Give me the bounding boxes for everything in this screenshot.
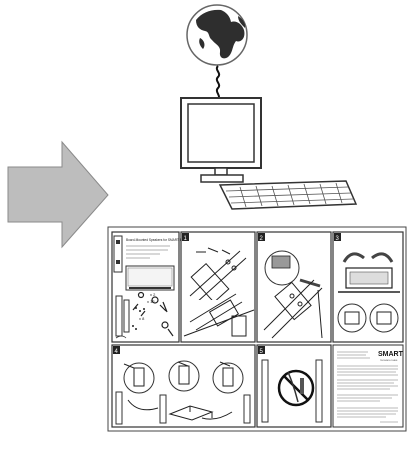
qty-3: x 8 [139,316,145,321]
right-arrow-icon [8,142,108,247]
panel-step-2: 2 [257,232,331,342]
instruction-sheet: Board-Mounted Speakers for SMART Board™ … [108,227,406,431]
network-cable [217,66,219,97]
panel-step-1: 1 [181,232,255,342]
panel-back-cover: SMART TECHNOLOGIES [333,345,404,427]
smart-logo-sub: TECHNOLOGIES [380,360,398,362]
qty-1: x 2 [150,292,156,297]
globe-icon [187,5,247,65]
panel-step-3: 3 [333,232,403,342]
panel-step-4: 4 [112,345,255,427]
computer-icon [181,98,356,209]
panel-step-5: 5 [257,345,331,427]
smart-logo: SMART [378,351,404,358]
